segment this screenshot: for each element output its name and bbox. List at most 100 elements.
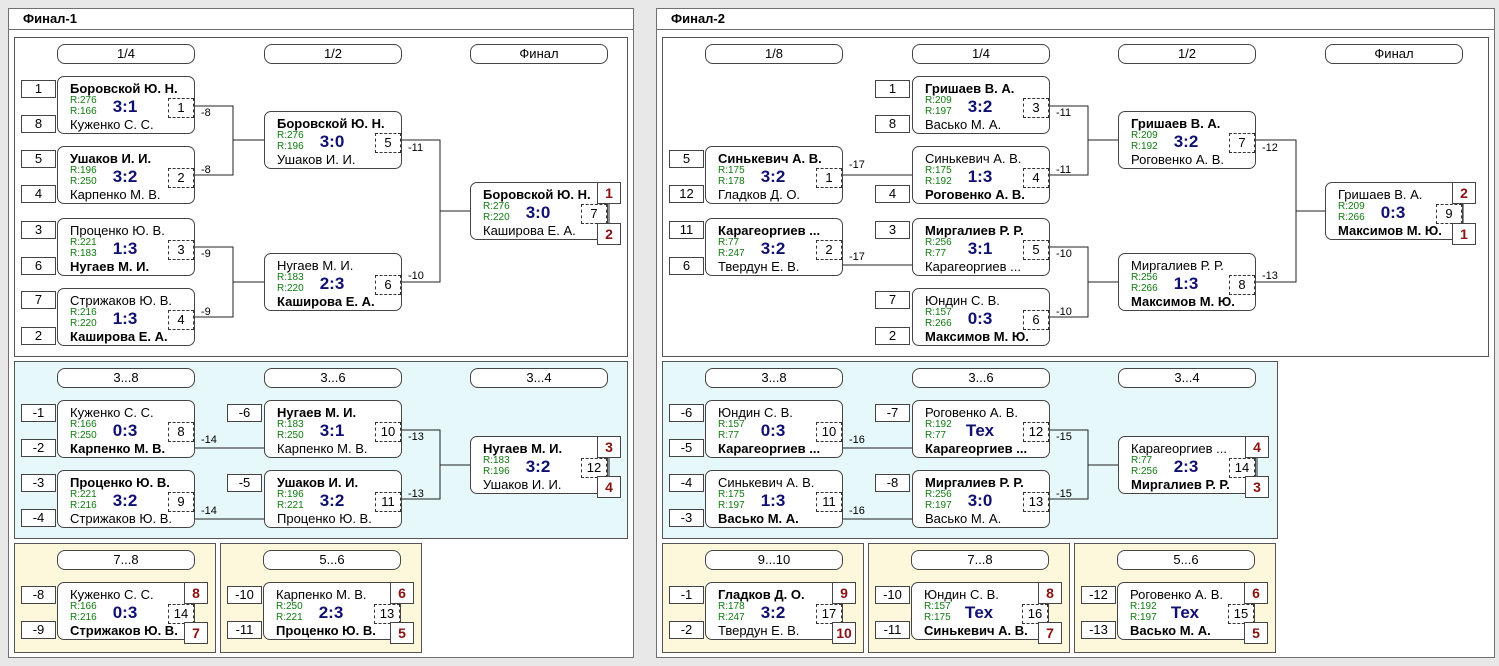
match-box[interactable]: Гладков Д. О. R:178 R:247 3:2 17 Твердун…: [705, 582, 843, 640]
player-2-rating: R:197: [1130, 612, 1157, 623]
match-box[interactable]: Боровской Ю. Н. R:276 R:196 3:0 5 Ушаков…: [264, 111, 402, 169]
loser-destination: -15: [1056, 488, 1072, 500]
loser-destination: -10: [408, 270, 424, 282]
match-score: 3:0: [319, 132, 345, 151]
player-1-rating: R:276: [70, 95, 97, 106]
match-box[interactable]: Миргалиев Р. Р. R:256 R:77 3:1 5 Карагео…: [912, 218, 1050, 276]
match-score: 3:1: [967, 239, 993, 258]
match-box[interactable]: Роговенко А. В. R:192 R:197 Тех 15 Васьк…: [1117, 582, 1255, 640]
place-badge: 10: [832, 622, 856, 644]
match-box[interactable]: Нугаев М. И. R:183 R:196 3:2 12 Ушаков И…: [470, 436, 608, 494]
match-box[interactable]: Синькевич А. В. R:175 R:178 3:2 1 Гладко…: [705, 146, 843, 204]
player-1-rating: R:250: [276, 601, 303, 612]
match-box[interactable]: Нугаев М. И. R:183 R:250 3:1 10 Карпенко…: [264, 400, 402, 458]
player-1-name: Куженко С. С.: [70, 405, 154, 420]
match-box[interactable]: Юндин С. В. R:157 R:175 Тех 16 Синькевич…: [911, 582, 1049, 640]
player-1-name: Гладков Д. О.: [718, 587, 805, 602]
player-1-name: Синькевич А. В.: [718, 151, 822, 166]
match-box[interactable]: Миргалиев Р. Р. R:256 R:266 1:3 8 Максим…: [1118, 253, 1256, 311]
player-1-rating: R:77: [1131, 455, 1153, 466]
match-box[interactable]: Гришаев В. А. R:209 R:266 0:3 9 Максимов…: [1325, 182, 1463, 240]
player-1-name: Юндин С. В.: [925, 293, 1000, 308]
match-box[interactable]: Проценко Ю. В. R:221 R:183 1:3 3 Нугаев …: [57, 218, 195, 276]
player-1-rating: R:209: [925, 95, 952, 106]
place-badge: 9: [832, 582, 856, 604]
seed-box: 11: [669, 221, 704, 239]
player-2-name: Карпенко М. В.: [277, 441, 368, 456]
seed-box: 7: [21, 291, 56, 309]
match-score: 3:2: [112, 491, 138, 510]
match-box[interactable]: Куженко С. С. R:166 R:250 0:3 8 Карпенко…: [57, 400, 195, 458]
loser-destination: -11: [1056, 107, 1072, 119]
place-badge: 1: [1452, 223, 1476, 245]
match-score: Тех: [964, 603, 994, 622]
match-score: 0:3: [967, 309, 993, 328]
match-score: 1:3: [1173, 274, 1199, 293]
player-2-rating: R:175: [924, 612, 951, 623]
player-2-rating: R:220: [70, 318, 97, 329]
player-2-rating: R:220: [483, 212, 510, 223]
player-2-rating: R:216: [70, 500, 97, 511]
match-box[interactable]: Боровской Ю. Н. R:276 R:220 3:0 7 Каширо…: [470, 182, 608, 240]
match-box[interactable]: Карпенко М. В. R:250 R:221 2:3 13 Процен…: [263, 582, 401, 640]
loser-destination: -17: [849, 251, 865, 263]
match-box[interactable]: Проценко Ю. В. R:221 R:216 3:2 9 Стрижак…: [57, 470, 195, 528]
match-box[interactable]: Гришаев В. А. R:209 R:197 3:2 3 Васько М…: [912, 76, 1050, 134]
seed-box: -3: [21, 474, 56, 492]
stage-label: 3...8: [57, 368, 195, 388]
loser-destination: -17: [849, 159, 865, 171]
match-box[interactable]: Стрижаков Ю. В. R:216 R:220 1:3 4 Каширо…: [57, 288, 195, 346]
player-1-name: Синькевич А. В.: [925, 151, 1022, 166]
match-box[interactable]: Миргалиев Р. Р. R:256 R:197 3:0 13 Васьк…: [912, 470, 1050, 528]
match-box[interactable]: Нугаев М. И. R:183 R:220 2:3 6 Каширова …: [264, 253, 402, 311]
match-number: 16: [1022, 604, 1048, 624]
loser-destination: -10: [1056, 248, 1072, 260]
player-2-name: Нугаев М. И.: [70, 259, 150, 274]
seed-box: -9: [21, 621, 56, 639]
player-1-name: Нугаев М. И.: [277, 405, 357, 420]
final2-consolation-section: 3...8 3...6 3...4 -6 -5 -4 -3 -7 -8 Юнди…: [662, 361, 1278, 539]
player-2-name: Карпенко М. В.: [70, 187, 161, 202]
player-2-name: Миргалиев Р. Р.: [1131, 477, 1230, 492]
match-box[interactable]: Юндин С. В. R:157 R:77 0:3 10 Карагеорги…: [705, 400, 843, 458]
match-number: 14: [1229, 458, 1255, 478]
player-1-name: Юндин С. В.: [718, 405, 793, 420]
match-box[interactable]: Гришаев В. А. R:209 R:192 3:2 7 Роговенк…: [1118, 111, 1256, 169]
final2-place-9-10-section: 9...10 -1 -2 Гладков Д. О. R:178 R:247 3…: [662, 543, 864, 653]
match-box[interactable]: Синькевич А. В. R:175 R:192 1:3 4 Рогове…: [912, 146, 1050, 204]
match-box[interactable]: Ушаков И. И. R:196 R:250 3:2 2 Карпенко …: [57, 146, 195, 204]
match-number: 6: [1023, 310, 1049, 330]
place-badge: 7: [184, 622, 208, 644]
player-1-name: Карагеоргиев ...: [718, 223, 821, 238]
player-2-rating: R:221: [276, 612, 303, 623]
player-1-rating: R:192: [1130, 601, 1157, 612]
loser-destination: -16: [849, 434, 865, 446]
seed-box: 2: [21, 327, 56, 345]
match-box[interactable]: Куженко С. С. R:166 R:216 0:3 14 Стрижак…: [57, 582, 195, 640]
player-1-rating: R:221: [70, 237, 97, 248]
match-box[interactable]: Боровской Ю. Н. R:276 R:166 3:1 1 Куженк…: [57, 76, 195, 134]
player-1-name: Боровской Ю. Н.: [70, 81, 178, 96]
match-score: 1:3: [967, 167, 993, 186]
player-2-name: Ушаков И. И.: [483, 477, 562, 492]
player-2-name: Васько М. А.: [718, 511, 799, 526]
loser-destination: -11: [1056, 164, 1072, 176]
match-box[interactable]: Карагеоргиев ... R:77 R:256 2:3 14 Мирга…: [1118, 436, 1256, 494]
seed-box: 8: [21, 115, 56, 133]
match-box[interactable]: Роговенко А. В. R:192 R:77 Тех 12 Караге…: [912, 400, 1050, 458]
seed-box: -11: [227, 621, 262, 639]
seed-box: 2: [875, 327, 910, 345]
seed-box: -4: [669, 474, 704, 492]
seed-box: -8: [21, 586, 56, 604]
match-box[interactable]: Синькевич А. В. R:175 R:197 1:3 11 Васьк…: [705, 470, 843, 528]
stage-label: 1/4: [57, 44, 195, 64]
match-score: 1:3: [760, 491, 786, 510]
match-box[interactable]: Карагеоргиев ... R:77 R:247 3:2 2 Тверду…: [705, 218, 843, 276]
match-number: 14: [168, 604, 194, 624]
player-2-rating: R:192: [1131, 141, 1158, 152]
match-box[interactable]: Ушаков И. И. R:196 R:221 3:2 11 Проценко…: [264, 470, 402, 528]
player-1-name: Боровской Ю. Н.: [483, 187, 591, 202]
match-score: 3:2: [760, 167, 786, 186]
player-2-rating: R:197: [718, 500, 745, 511]
match-box[interactable]: Юндин С. В. R:157 R:266 0:3 6 Максимов М…: [912, 288, 1050, 346]
